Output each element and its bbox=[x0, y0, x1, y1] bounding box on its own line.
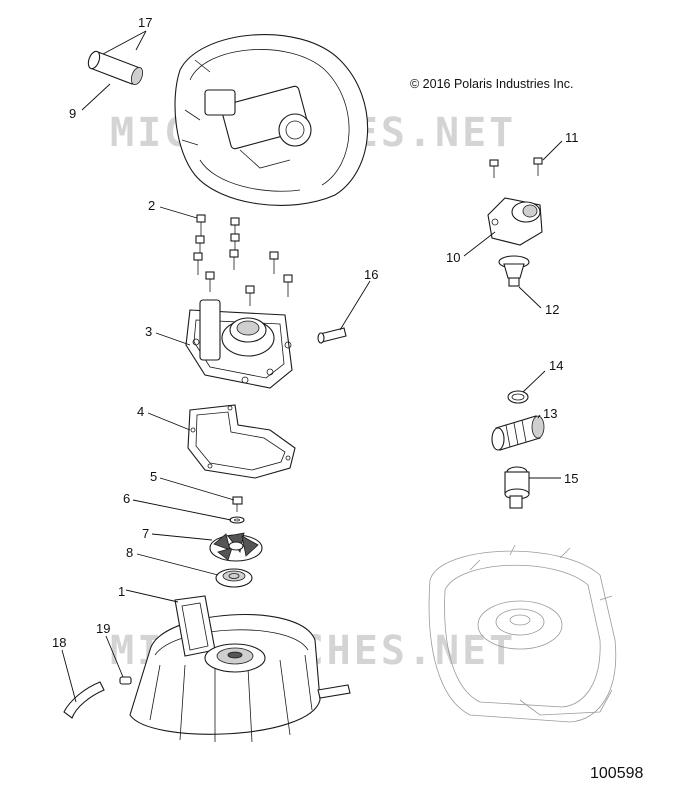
part-bolts bbox=[193, 214, 293, 306]
callout-16: 16 bbox=[364, 267, 378, 282]
part-washer bbox=[229, 516, 245, 524]
callout-11: 11 bbox=[565, 130, 579, 145]
callout-14: 14 bbox=[549, 358, 563, 373]
part-bearing bbox=[491, 415, 545, 451]
callout-17: 17 bbox=[138, 15, 152, 30]
callout-13: 13 bbox=[543, 406, 557, 421]
part-gasket bbox=[187, 404, 296, 479]
part-thermostat-housing bbox=[487, 197, 543, 246]
callout-9: 9 bbox=[69, 106, 76, 121]
callout-8: 8 bbox=[126, 545, 133, 560]
callout-4: 4 bbox=[137, 404, 144, 419]
part-seal bbox=[215, 568, 253, 588]
part-thermostat bbox=[498, 255, 530, 287]
part-upper-housing bbox=[174, 34, 369, 206]
reference-housing-outline bbox=[428, 544, 617, 723]
callout-15: 15 bbox=[564, 471, 578, 486]
part-impeller-bolt bbox=[232, 496, 243, 512]
callout-18: 18 bbox=[52, 635, 66, 650]
part-lower-housing bbox=[129, 595, 351, 743]
callout-19: 19 bbox=[96, 621, 110, 636]
part-impeller bbox=[209, 532, 263, 562]
copyright-text: © 2016 Polaris Industries Inc. bbox=[410, 77, 573, 91]
part-sleeve-tube bbox=[87, 50, 144, 86]
callout-12: 12 bbox=[545, 302, 559, 317]
callout-1: 1 bbox=[118, 584, 125, 599]
leader-lines bbox=[61, 30, 563, 703]
callout-6: 6 bbox=[123, 491, 130, 506]
callout-10: 10 bbox=[446, 250, 460, 265]
part-pipe-fitting bbox=[317, 327, 347, 344]
callout-7: 7 bbox=[142, 526, 149, 541]
callout-labels: 1 2 3 4 5 6 7 8 9 10 11 12 13 14 15 16 1… bbox=[52, 15, 579, 650]
part-o-ring bbox=[507, 390, 529, 404]
part-shaft bbox=[504, 466, 530, 509]
callout-5: 5 bbox=[150, 469, 157, 484]
part-pump-cover bbox=[185, 299, 293, 389]
document-number: 100598 bbox=[590, 765, 643, 782]
part-thermostat-bolts bbox=[489, 157, 543, 178]
callout-3: 3 bbox=[145, 324, 152, 339]
part-hose bbox=[63, 681, 105, 719]
callout-2: 2 bbox=[148, 198, 155, 213]
part-plug bbox=[119, 676, 132, 685]
